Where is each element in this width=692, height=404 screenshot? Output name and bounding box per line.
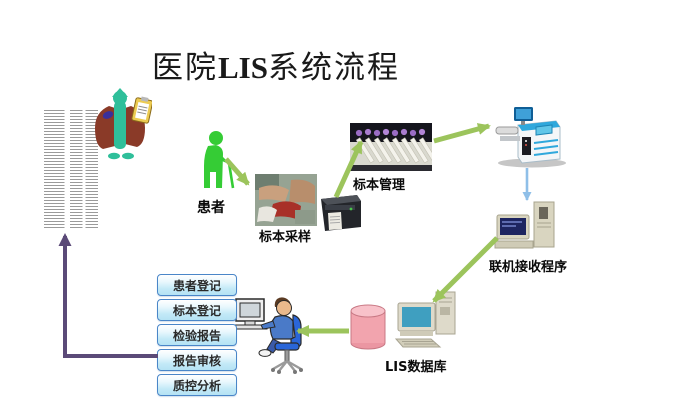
title-prefix: 医院 <box>152 50 218 85</box>
step-box-label: 质控分析 <box>172 378 221 393</box>
arrow-management-to-analyzer <box>433 123 491 144</box>
step-box-qc-analysis: 质控分析 <box>157 374 237 396</box>
desktop-computer-icon <box>394 291 456 348</box>
patient-label: 患者 <box>197 200 225 216</box>
sampling-label: 标本采样 <box>259 230 312 245</box>
step-box-label: 患者登记 <box>172 278 221 293</box>
receiver-label: 联机接收程序 <box>489 260 568 275</box>
step-box-report-review: 报告审核 <box>157 349 237 371</box>
lab-analyzer-icon <box>495 107 566 168</box>
workstation-computer-icon <box>494 201 555 249</box>
step-box-patient-registration: 患者登记 <box>157 274 237 296</box>
step-box-label: 报告审核 <box>172 353 221 368</box>
operator-at-desk-icon <box>234 297 303 374</box>
clipboard-icon <box>131 96 152 124</box>
title-acronym: LIS <box>218 50 268 85</box>
step-box-label: 检验报告 <box>172 328 221 343</box>
test-tubes-photo <box>350 123 432 171</box>
page-title: 医院LIS系统流程 <box>152 42 400 87</box>
doctor-with-clipboard-icon <box>95 88 152 160</box>
title-suffix: 系统流程 <box>267 50 400 85</box>
blood-draw-photo <box>255 174 317 226</box>
arrow-boxes-to-report <box>58 233 158 358</box>
step-box-specimen-registration: 标本登记 <box>157 299 237 321</box>
database-label: LIS数据库 <box>385 360 447 375</box>
step-box-test-report: 检验报告 <box>157 324 237 346</box>
lab-report-list-image <box>42 110 98 228</box>
management-label: 标本管理 <box>353 178 406 193</box>
database-cylinder-icon <box>350 304 386 350</box>
label-printer-icon <box>321 195 361 231</box>
step-box-label: 标本登记 <box>172 303 221 318</box>
elderly-patient-icon <box>204 131 235 189</box>
